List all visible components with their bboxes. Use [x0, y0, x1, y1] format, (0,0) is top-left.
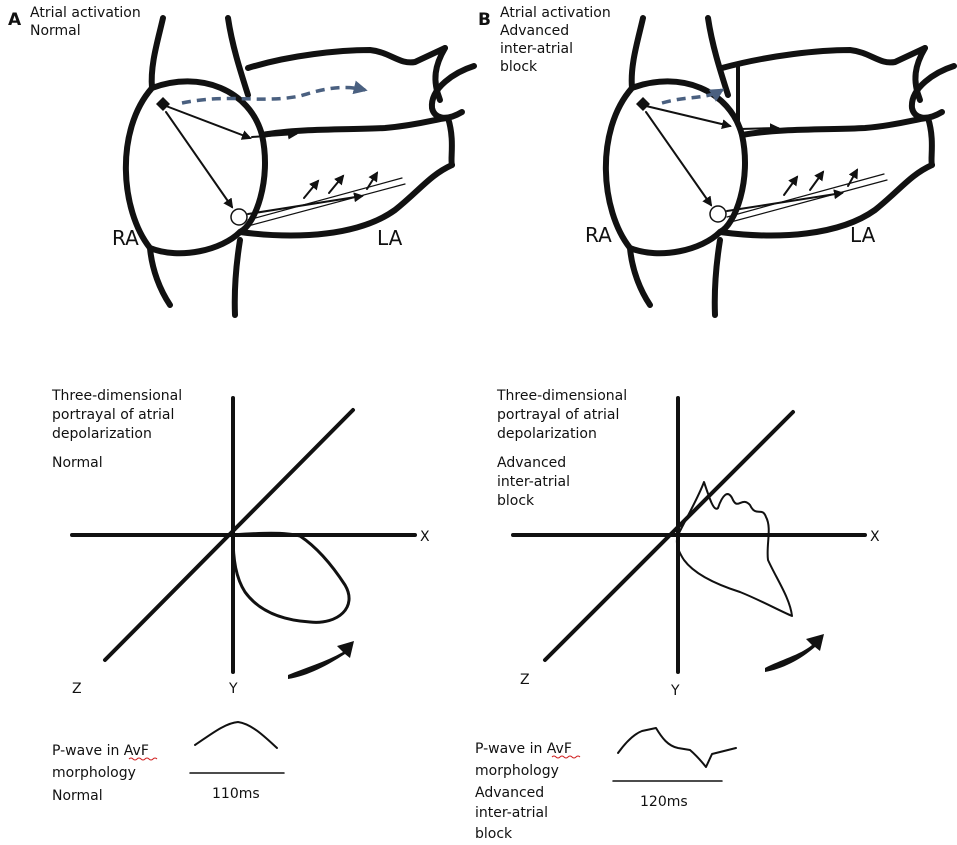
panel-b-ivc-left-wall — [630, 248, 650, 305]
panel-b-duration: 120ms — [640, 794, 688, 810]
panel-b-la-bottom-wall — [720, 165, 932, 236]
panel-b-pwave-trace — [618, 728, 736, 767]
panel-b-pwave-line-5: block — [475, 826, 513, 842]
panel-a-atria-diagram: A Atrial activation Normal RA LA — [8, 5, 474, 315]
panel-b-title-line-4: block — [500, 59, 538, 75]
panel-a-pwave-trace — [195, 722, 277, 748]
panel-a-depolarization-loop — [233, 533, 349, 622]
panel-b-ivc-right-wall — [715, 240, 720, 315]
panel-b-rotation-arrow — [765, 634, 824, 672]
panel-a-bachmann-pathway — [182, 88, 365, 103]
panel-a-title-line-2: Normal — [30, 23, 81, 39]
panel-b-letter: B — [478, 10, 491, 30]
panel-b-3d-title-line-4: Advanced — [497, 455, 566, 471]
panel-b-pwave: P-wave in AvF morphology Advanced inter-… — [475, 728, 736, 842]
panel-b-title-line-3: inter-atrial — [500, 41, 573, 57]
panel-a-arrow-up-1 — [304, 181, 318, 198]
panel-b-3d-title-line-2: portrayal of atrial — [497, 407, 619, 423]
panel-a-right-atrium — [126, 81, 265, 253]
panel-b-z-label: Z — [520, 672, 530, 688]
panel-a-3d-depolarization: Three-dimensional portrayal of atrial de… — [51, 388, 430, 697]
panel-b-3d-title-line-5: inter-atrial — [497, 474, 570, 490]
panel-b-svc-left-wall — [632, 18, 643, 88]
panel-a-cs-line-1 — [248, 178, 402, 220]
panel-a-ivc-left-wall — [150, 248, 170, 305]
panel-b-y-label: Y — [670, 683, 680, 699]
panel-b-depolarization-loop — [677, 482, 792, 616]
panel-b-pwave-line-3: Advanced — [475, 785, 544, 801]
panel-b-la-top-wall — [722, 48, 925, 68]
panel-b-pwave-line-1: P-wave in AvF — [475, 741, 572, 757]
panel-b-x-label: X — [870, 529, 880, 545]
panel-a-3d-title-line-2: portrayal of atrial — [52, 407, 174, 423]
panel-a-letter: A — [8, 10, 22, 30]
panel-b-arrow-la-roof — [740, 128, 778, 129]
panel-a-svc-left-wall — [152, 18, 163, 88]
panel-a-3d-title-line-3: depolarization — [52, 426, 152, 442]
panel-a-arrow-up-2 — [329, 176, 343, 193]
panel-a-rotation-arrow — [288, 641, 354, 679]
panel-a-pwave: P-wave in AvF morphology Normal 110ms — [52, 722, 284, 804]
panel-a-pwave-line-2: morphology — [52, 765, 136, 781]
panel-a-svc-right-wall — [228, 18, 248, 95]
panel-b-3d-title-line-3: depolarization — [497, 426, 597, 442]
panel-b-arrow-up-2 — [810, 172, 823, 190]
panel-b-3d-depolarization: Three-dimensional portrayal of atrial de… — [496, 388, 880, 699]
panel-b-cs-line-1 — [727, 174, 884, 217]
panel-a-la-top-wall — [248, 48, 445, 68]
panel-a-arrow-to-septum — [166, 106, 250, 138]
panel-b-title-line-2: Advanced — [500, 23, 569, 39]
panel-b-arrow-up-1 — [784, 177, 797, 195]
panel-b-right-atrium — [606, 81, 745, 253]
panel-a-z-label: Z — [72, 681, 82, 697]
panel-a-duration: 110ms — [212, 786, 260, 802]
panel-a-ivc-right-wall — [235, 240, 240, 315]
panel-b-svc-right-wall — [708, 18, 728, 95]
panel-b-3d-title-line-1: Three-dimensional — [496, 388, 627, 404]
panel-a-x-label: X — [420, 529, 430, 545]
panel-b-pwave-line-2: morphology — [475, 763, 559, 779]
panel-b-cs-node — [710, 206, 726, 222]
panel-a-la-label: LA — [377, 226, 403, 250]
panel-b-arrow-up-3 — [848, 170, 857, 186]
panel-b-ra-label: RA — [585, 223, 612, 247]
panel-a-ra-label: RA — [112, 226, 139, 250]
panel-a-cs-node — [231, 209, 247, 225]
panel-b-la-mid-wall — [742, 118, 932, 165]
panel-a-3d-title-line-1: Three-dimensional — [51, 388, 182, 404]
panel-b-3d-title-line-6: block — [497, 493, 535, 509]
panel-b-sinus-node — [636, 97, 650, 111]
panel-b-title-line-1: Atrial activation — [500, 5, 611, 21]
panel-b-atria-diagram: B Atrial activation Advanced inter-atria… — [478, 5, 954, 315]
panel-a-pwave-line-3: Normal — [52, 788, 103, 804]
panel-a-3d-title-line-4: Normal — [52, 455, 103, 471]
panel-a-la-mid-wall — [262, 118, 452, 165]
panel-a-sinus-node — [156, 97, 170, 111]
panel-b-la-label: LA — [850, 223, 876, 247]
panel-b-arrow-to-cs — [646, 112, 711, 205]
panel-b-arrow-to-septum — [646, 106, 730, 126]
panel-a-arrow-to-cs — [166, 112, 232, 207]
panel-a-pwave-line-1: P-wave in AvF — [52, 743, 149, 759]
panel-a-y-label: Y — [228, 681, 238, 697]
panel-a-title-line-1: Atrial activation — [30, 5, 141, 21]
panel-b-pwave-line-4: inter-atrial — [475, 805, 548, 821]
